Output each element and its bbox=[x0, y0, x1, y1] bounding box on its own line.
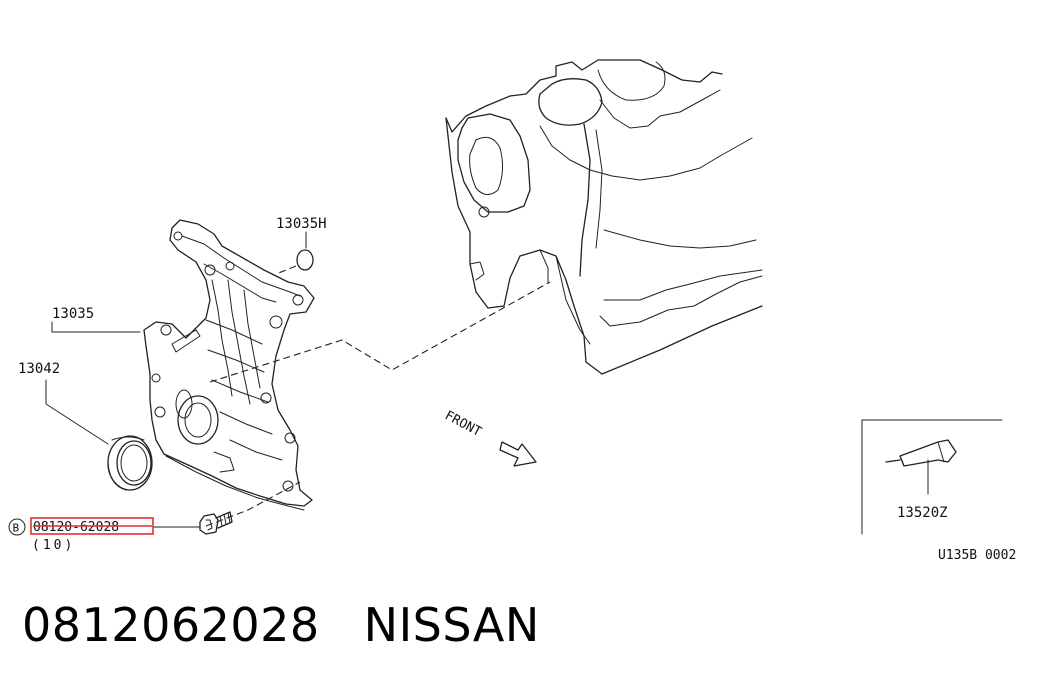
callout-13520z: 13520Z bbox=[897, 505, 948, 521]
o-ring-part bbox=[296, 249, 314, 271]
bolt-part-highlight bbox=[30, 517, 154, 535]
bolt-part bbox=[199, 511, 233, 535]
alignment-dashed-lines bbox=[205, 265, 551, 527]
callout-13035h: 13035H bbox=[276, 216, 327, 232]
illustration-code: U135B 0002 bbox=[938, 548, 1016, 563]
leader-lines bbox=[45, 231, 307, 528]
part-caption: 0812062028 NISSAN bbox=[22, 598, 540, 652]
callout-13042: 13042 bbox=[18, 361, 60, 377]
caption-brand: NISSAN bbox=[363, 598, 540, 652]
callout-13035: 13035 bbox=[52, 306, 94, 322]
front-arrow-icon bbox=[499, 441, 537, 467]
callout-bolt-part[interactable]: 08120-62028 bbox=[33, 520, 119, 535]
bolt-marker-letter: B bbox=[13, 522, 20, 535]
engine-block-outline bbox=[445, 59, 763, 375]
bolt-marker-circle bbox=[8, 518, 26, 536]
crank-oil-seal-part bbox=[107, 435, 153, 491]
callout-bolt-qty: (10) bbox=[32, 538, 75, 553]
caption-part-number: 0812062028 bbox=[22, 598, 320, 652]
front-direction-indicator: FRONT bbox=[442, 408, 537, 467]
sealant-inset-box bbox=[861, 419, 1003, 535]
front-cover-drawing bbox=[143, 219, 315, 511]
front-label: FRONT bbox=[442, 408, 484, 440]
